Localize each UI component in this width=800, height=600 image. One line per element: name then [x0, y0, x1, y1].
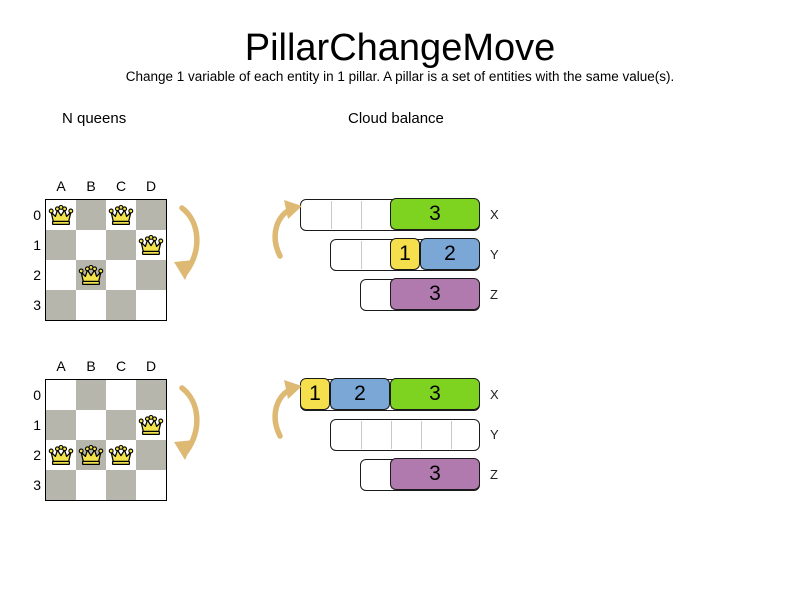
queen-piece-B2[interactable] [76, 260, 106, 290]
cloud-bar-tick [391, 421, 392, 449]
cloud-process-block-3[interactable]: 3 [390, 457, 480, 490]
board-transition-arrow-icon [168, 196, 214, 296]
board-cell-C3[interactable] [106, 290, 136, 320]
board-cell-B0[interactable] [76, 200, 106, 230]
queen-icon [138, 234, 164, 256]
board-cell-A3[interactable] [46, 290, 76, 320]
cloud-process-block-2[interactable]: 2 [420, 237, 480, 270]
board-cell-C0[interactable] [106, 380, 136, 410]
board-row-label: 1 [33, 237, 41, 253]
queen-icon [78, 264, 104, 286]
cloud-process-block-2[interactable]: 2 [330, 377, 390, 410]
cloud-process-block-3[interactable]: 3 [390, 277, 480, 310]
board-cell-A2[interactable] [46, 260, 76, 290]
cloud-computer-label-Z: Z [490, 467, 498, 482]
queen-piece-A0[interactable] [46, 200, 76, 230]
cloud-computer-label-Y: Y [490, 247, 499, 262]
board-cell-B1[interactable] [76, 410, 106, 440]
board-column-label: A [56, 358, 66, 374]
page-title: PillarChangeMove [244, 27, 556, 69]
board-column-label: B [86, 358, 96, 374]
board-cell-D3[interactable] [136, 470, 166, 500]
chessboard-grid: A B C D 0 1 2 3 [33, 178, 167, 321]
board-column-label: A [56, 178, 66, 194]
chessboard-after: A B C D 0 1 2 3 [33, 358, 167, 501]
cloud-bar-row-Y: Y [330, 419, 499, 451]
cloud-process-block-3[interactable]: 3 [390, 377, 480, 410]
board-row-label: 0 [33, 387, 41, 403]
board-column-label: C [115, 178, 127, 194]
board-cell-B0[interactable] [76, 380, 106, 410]
board-cell-C2[interactable] [106, 260, 136, 290]
queen-icon [48, 204, 74, 226]
queen-piece-A2[interactable] [46, 440, 76, 470]
board-row-label: 1 [33, 417, 41, 433]
chessboard-before: A B C D 0 1 2 3 [33, 178, 167, 321]
board-cell-B1[interactable] [76, 230, 106, 260]
chessboard-grid: A B C D 0 1 2 3 [33, 358, 167, 501]
board-cell-C1[interactable] [106, 410, 136, 440]
cloud-process-block-1[interactable]: 1 [300, 377, 330, 410]
cloud-bar-tick [361, 201, 362, 229]
board-cell-D3[interactable] [136, 290, 166, 320]
board-cell-A1[interactable] [46, 410, 76, 440]
cloud-process-block-3[interactable]: 3 [390, 197, 480, 230]
cloud-bar-tick [361, 421, 362, 449]
board-row-label: 3 [33, 297, 41, 313]
cloud-bar-capacity-Y[interactable] [330, 419, 480, 451]
queen-piece-B2[interactable] [76, 440, 106, 470]
cloud-computer-label-Z: Z [490, 287, 498, 302]
board-cell-D2[interactable] [136, 440, 166, 470]
board-row-label: 0 [33, 207, 41, 223]
cloud-computer-label-X: X [490, 387, 499, 402]
board-cell-C3[interactable] [106, 470, 136, 500]
cloud-bar-tick [421, 421, 422, 449]
cloud-transition-arrow-icon [268, 376, 314, 451]
cloud-transition-arrow-icon [268, 196, 314, 271]
board-row-label: 2 [33, 267, 41, 283]
board-cell-B3[interactable] [76, 290, 106, 320]
queen-piece-C0[interactable] [106, 200, 136, 230]
queen-icon [48, 444, 74, 466]
board-row-label: 3 [33, 477, 41, 493]
page-subtitle: Change 1 variable of each entity in 1 pi… [125, 69, 675, 84]
cloud-computer-label-Y: Y [490, 427, 499, 442]
cloud-bar-tick [361, 241, 362, 269]
board-cell-D0[interactable] [136, 380, 166, 410]
board-transition-arrow-icon [168, 376, 214, 476]
board-cell-A1[interactable] [46, 230, 76, 260]
board-cell-C1[interactable] [106, 230, 136, 260]
board-cell-A0[interactable] [46, 380, 76, 410]
board-row-label: 2 [33, 447, 41, 463]
section-caption-nqueens: N queens [62, 110, 127, 127]
board-column-label: B [86, 178, 96, 194]
board-column-label: D [145, 358, 157, 374]
cloud-bar-tick [331, 201, 332, 229]
queen-piece-D1[interactable] [136, 230, 166, 260]
board-column-label: D [145, 178, 157, 194]
queen-icon [108, 204, 134, 226]
cloud-bar-tick [451, 421, 452, 449]
section-caption-cloud: Cloud balance [348, 110, 444, 127]
cloud-computer-label-X: X [490, 207, 499, 222]
board-cell-D2[interactable] [136, 260, 166, 290]
queen-piece-D1[interactable] [136, 410, 166, 440]
board-cell-B3[interactable] [76, 470, 106, 500]
queen-icon [108, 444, 134, 466]
queen-icon [138, 414, 164, 436]
board-cell-A3[interactable] [46, 470, 76, 500]
board-column-label: C [115, 358, 127, 374]
queen-piece-C2[interactable] [106, 440, 136, 470]
board-cell-D0[interactable] [136, 200, 166, 230]
cloud-process-block-1[interactable]: 1 [390, 237, 420, 270]
queen-icon [78, 444, 104, 466]
